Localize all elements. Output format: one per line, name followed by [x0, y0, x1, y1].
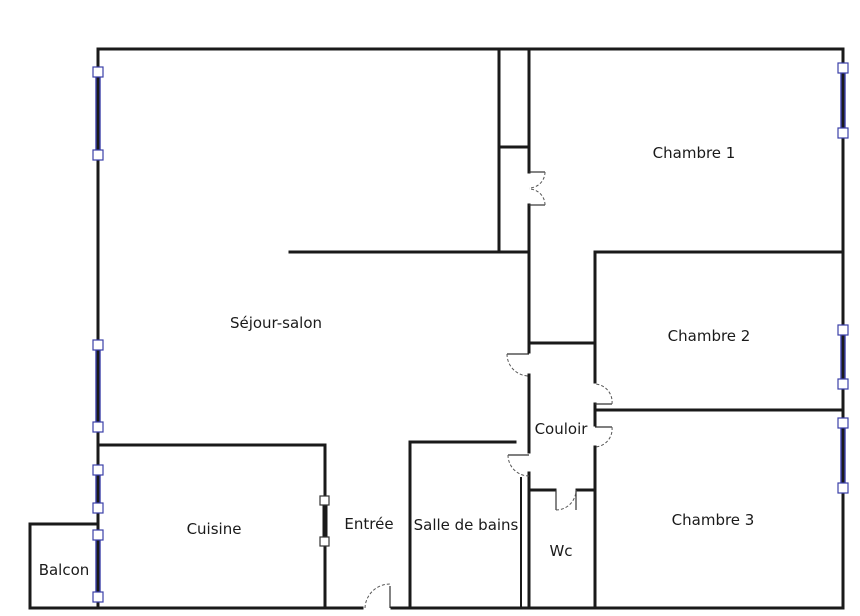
room-labels: Chambre 1 Chambre 2 Chambre 3 Séjour-sal… — [39, 144, 755, 579]
cuisine-bar-marker-top — [319, 495, 330, 506]
label-balcon: Balcon — [39, 561, 90, 579]
door-chambre3[interactable] — [594, 426, 613, 448]
label-chambre3: Chambre 3 — [672, 511, 755, 529]
label-sejour: Séjour-salon — [230, 314, 322, 332]
window-chambre2 — [837, 324, 849, 390]
walls — [28, 47, 845, 610]
door-entree[interactable] — [364, 583, 391, 609]
door-salle-de-bains[interactable] — [507, 454, 530, 477]
label-wc: Wc — [549, 542, 572, 560]
door-wc[interactable] — [555, 489, 577, 511]
label-salle-de-bains: Salle de bains — [414, 516, 519, 534]
window-sejour-bottom — [92, 339, 104, 433]
door-chambre2[interactable] — [594, 383, 613, 405]
door-chambre1[interactable] — [528, 171, 546, 206]
window-chambre3 — [837, 417, 849, 494]
window-sejour-top — [92, 66, 104, 161]
windows — [92, 62, 849, 603]
window-cuisine — [92, 464, 104, 514]
label-chambre2: Chambre 2 — [668, 327, 751, 345]
cuisine-bar-marker-bottom — [319, 536, 330, 547]
label-couloir: Couloir — [535, 420, 589, 438]
window-chambre1 — [837, 62, 849, 139]
label-chambre1: Chambre 1 — [653, 144, 736, 162]
label-entree: Entrée — [344, 515, 393, 533]
door-sejour-couloir[interactable] — [506, 353, 530, 377]
window-balcon — [92, 529, 104, 603]
doors — [364, 171, 613, 609]
label-cuisine: Cuisine — [187, 520, 242, 538]
